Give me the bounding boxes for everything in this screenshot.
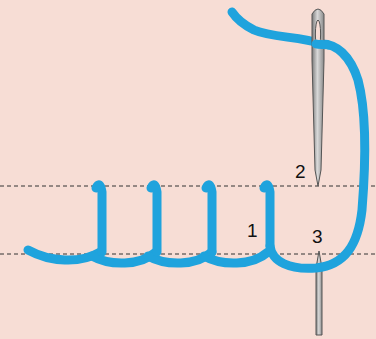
callout-number: 3	[311, 227, 324, 246]
needle	[312, 9, 324, 186]
callout-number: 2	[294, 162, 307, 181]
guide-line	[0, 186, 376, 187]
thread	[316, 44, 328, 45]
callout-number: 1	[246, 221, 259, 240]
